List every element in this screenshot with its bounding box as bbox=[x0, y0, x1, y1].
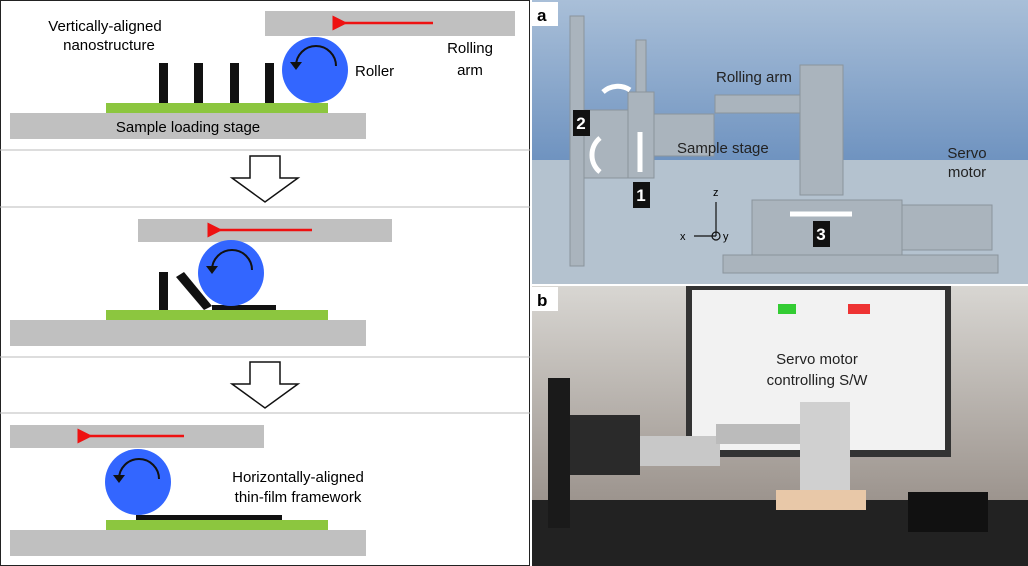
rotation-arrowhead-icon bbox=[113, 475, 125, 483]
substrate bbox=[106, 103, 328, 113]
panel-label-a: a bbox=[537, 6, 547, 25]
substrate bbox=[106, 310, 328, 320]
arm-column bbox=[799, 64, 844, 196]
vertical-nanostructure bbox=[159, 272, 168, 310]
base-plate bbox=[722, 254, 999, 274]
rotation-arrowhead-icon bbox=[290, 62, 302, 70]
horizontal-thin-film bbox=[136, 515, 282, 520]
micrometer bbox=[635, 39, 647, 93]
flattened-film bbox=[212, 305, 276, 310]
stage-label: Sample loading stage bbox=[116, 119, 260, 136]
marker-3: 3 bbox=[816, 225, 825, 244]
down-arrow-icon bbox=[229, 361, 301, 409]
axes-icon bbox=[694, 202, 721, 241]
rotation-arrow-icon bbox=[589, 136, 602, 174]
panel-label-box bbox=[532, 287, 558, 311]
nanostructure-label: Vertically-aligned bbox=[48, 18, 161, 35]
panel-b-photo: b Servo motor controlling S/W bbox=[532, 285, 1028, 566]
roller-label: Roller bbox=[355, 63, 394, 80]
panel-label-box bbox=[532, 2, 558, 26]
marker-box bbox=[573, 110, 590, 136]
rolling-process-schematic: Vertically-aligned nanostructure Roller … bbox=[0, 0, 530, 566]
marker-1: 1 bbox=[636, 186, 645, 205]
software-stop-button bbox=[848, 304, 870, 314]
rotation-arrow-icon bbox=[211, 249, 253, 271]
software-label: Servo motor bbox=[776, 351, 858, 368]
vertical-plate bbox=[569, 15, 585, 267]
rolling-arm bbox=[716, 424, 816, 444]
substrate bbox=[106, 520, 328, 530]
axis-z-label: z bbox=[713, 187, 719, 199]
rolling-arm bbox=[714, 94, 806, 114]
servo-motor-label: motor bbox=[948, 164, 986, 181]
step-2 bbox=[10, 219, 392, 346]
servo-motor bbox=[901, 204, 993, 251]
sample-stage-label: Sample stage bbox=[677, 140, 769, 157]
step-3: Horizontally-aligned thin-film framework bbox=[10, 425, 366, 556]
rolling-arm-label: arm bbox=[457, 62, 483, 79]
step-1: Vertically-aligned nanostructure Roller … bbox=[10, 11, 515, 139]
rolling-arm-label: Rolling arm bbox=[716, 69, 792, 86]
sample-stage bbox=[640, 436, 720, 466]
sample-stage bbox=[653, 113, 715, 157]
panel-label-b: b bbox=[537, 291, 547, 310]
bending-nanostructure bbox=[176, 272, 212, 310]
arm-column bbox=[800, 402, 850, 492]
rolling-arm-label: Rolling bbox=[447, 40, 493, 57]
rotation-arrow-icon bbox=[295, 45, 337, 67]
rotation-arrow-icon bbox=[601, 83, 632, 94]
axis-y-label: y bbox=[723, 231, 729, 243]
film-label: thin-film framework bbox=[235, 489, 362, 506]
rotation-stage bbox=[583, 109, 630, 179]
marker-2: 2 bbox=[576, 114, 585, 133]
rotation-arrowhead-icon bbox=[206, 266, 218, 274]
axis-x-label: x bbox=[680, 231, 686, 243]
marker-box bbox=[633, 182, 650, 208]
rotation-stage bbox=[570, 415, 640, 475]
rotation-arrow-icon bbox=[118, 458, 160, 480]
software-start-button bbox=[778, 304, 796, 314]
down-arrow-icon bbox=[229, 155, 301, 203]
servo-motor-label: Servo bbox=[947, 145, 986, 162]
servo-motor bbox=[908, 492, 988, 532]
marker-box bbox=[813, 221, 830, 247]
sample-loading-stage bbox=[10, 530, 366, 556]
panel-a-cad-model: a Rolling arm Sample stage Servo motor 2… bbox=[532, 0, 1028, 284]
software-label: controlling S/W bbox=[767, 372, 869, 389]
sample-loading-stage bbox=[10, 113, 366, 139]
nanostructure-label: nanostructure bbox=[63, 37, 155, 54]
vertical-nanostructures bbox=[159, 63, 274, 103]
stage-plate bbox=[776, 490, 866, 510]
film-label: Horizontally-aligned bbox=[232, 469, 364, 486]
vertical-post bbox=[548, 378, 570, 528]
sample-loading-stage bbox=[10, 320, 366, 346]
